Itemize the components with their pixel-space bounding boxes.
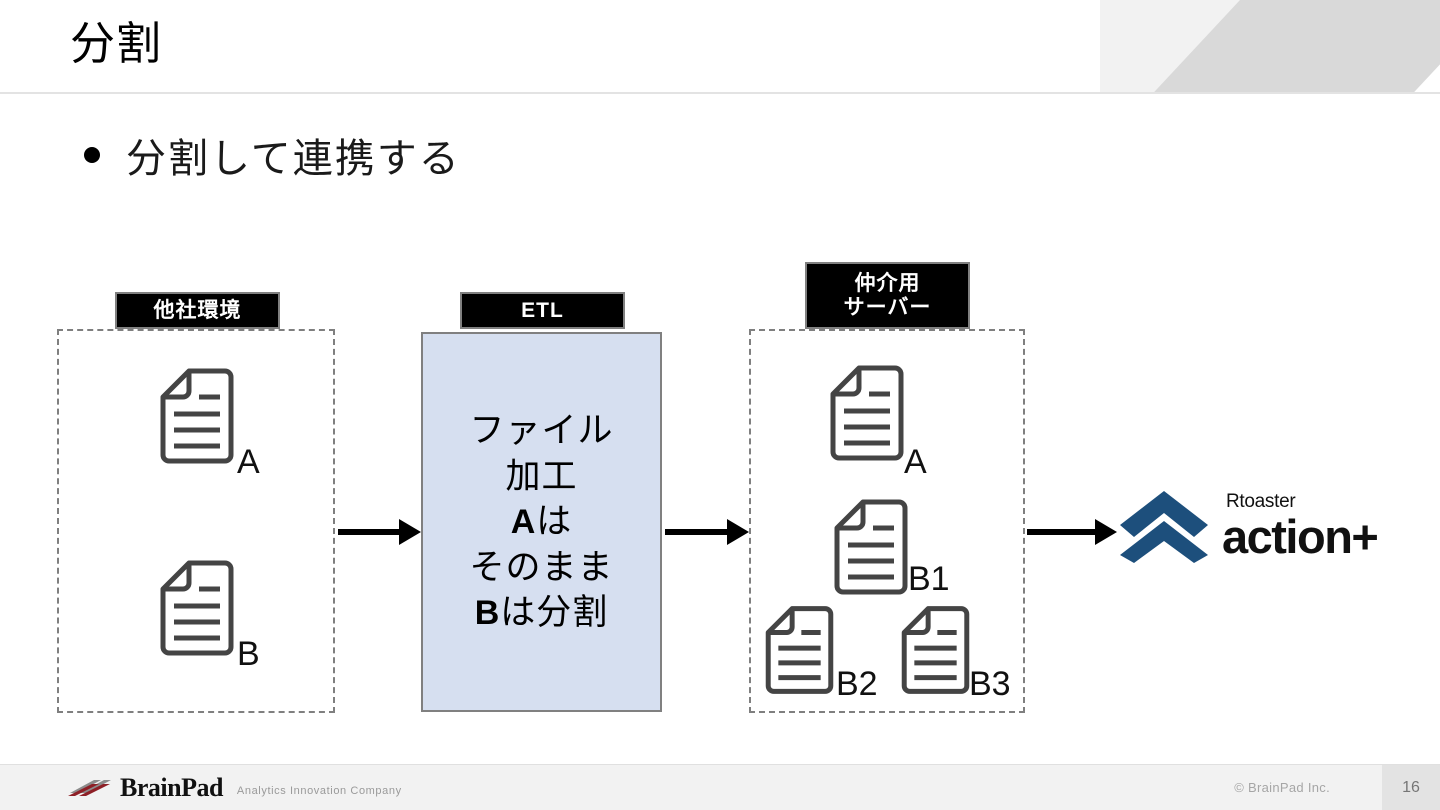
etl-line-3-bold: A (510, 503, 537, 542)
arrow-head (727, 519, 749, 545)
footer-copyright: © BrainPad Inc. (1234, 780, 1330, 795)
brainpad-arrow-icon (68, 780, 111, 796)
bullet-text: 分割して連携する (126, 136, 461, 181)
document-label-relay-b1: B1 (908, 560, 950, 598)
etl-line-2: 加工 (505, 456, 578, 496)
etl-line-5-bold: B (474, 594, 501, 633)
document-label-relay-b2: B2 (836, 665, 878, 703)
etl-line-1: ファイル (469, 411, 614, 451)
footer-page-number: 16 (1382, 765, 1440, 810)
etl-line-5-rest: は分割 (500, 593, 609, 633)
zone-label-etl: ETL (460, 292, 625, 329)
rtoaster-brand-text: Rtoaster (1226, 491, 1296, 512)
arrow-shaft (665, 529, 728, 535)
footer-bar: BrainPad Analytics Innovation Company © … (0, 764, 1440, 810)
document-icon-relay-b3 (899, 604, 972, 696)
rtoaster-action-logo: Rtoaster action+ (1118, 487, 1379, 565)
document-label-relay-b3: B3 (969, 665, 1011, 703)
document-icon-partner-b (158, 558, 236, 658)
etl-line-4: そのまま (469, 547, 614, 587)
brainpad-tagline: Analytics Innovation Company (236, 785, 402, 797)
arrow-etl-to-relay (665, 519, 749, 545)
rtoaster-product-text: action+ (1222, 510, 1379, 563)
document-icon-relay-b1 (832, 497, 910, 597)
document-label-partner-b: B (237, 635, 260, 673)
document-icon-relay-b2 (763, 604, 836, 696)
arrow-shaft (1027, 529, 1096, 535)
arrow-shaft (338, 529, 400, 535)
bullet-item: 分割して連携する (84, 126, 461, 184)
document-label-relay-a: A (904, 443, 927, 481)
etl-process-box: ファイル 加工 Aは そのまま Bは分割 (421, 332, 662, 712)
corner-band-light (1100, 0, 1320, 93)
zone-label-relay-server: 仲介用 サーバー (805, 262, 970, 329)
etl-line-3-rest: は (536, 502, 573, 542)
header-divider (0, 92, 1440, 94)
document-icon-relay-a (828, 363, 906, 463)
arrow-relay-to-rtoaster (1027, 519, 1117, 545)
arrow-partner-to-etl (338, 519, 421, 545)
arrow-head (1095, 519, 1117, 545)
corner-band-dark (1153, 0, 1440, 93)
zone-partner-environment (57, 329, 335, 713)
zone-relay-server (749, 329, 1025, 713)
brainpad-wordmark: BrainPad (120, 773, 223, 802)
arrow-head (399, 519, 421, 545)
page-title: 分割 (70, 19, 163, 69)
rtoaster-wordmark: Rtoaster action+ (1222, 491, 1379, 563)
document-icon-partner-a (158, 366, 236, 466)
document-label-partner-a: A (237, 443, 260, 481)
etl-line-3: Aは (511, 499, 573, 545)
brainpad-logo: BrainPad Analytics Innovation Company (68, 773, 402, 803)
zone-label-partner-environment: 他社環境 (115, 292, 280, 329)
rtoaster-chevron-icon (1120, 491, 1208, 563)
etl-line-5: Bは分割 (475, 590, 609, 636)
corner-decoration (1100, 0, 1440, 93)
bullet-dot-icon (84, 147, 100, 163)
